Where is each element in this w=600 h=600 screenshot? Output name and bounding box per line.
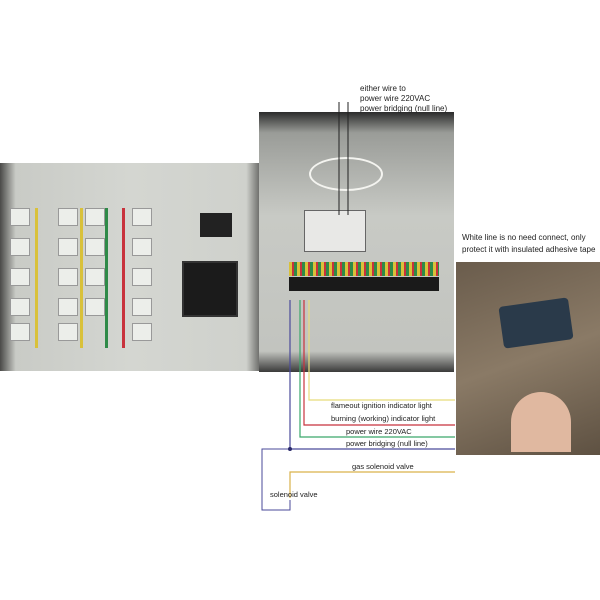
label-power: power wire 220VAC [346, 427, 412, 436]
label-solenoid: solenoid valve [270, 490, 318, 499]
right-note-line: White line is no need connect, only [462, 233, 586, 242]
wire-burning [303, 300, 455, 426]
label-gas: gas solenoid valve [352, 462, 414, 471]
right-note: White line is no need connect, only prot… [462, 232, 595, 256]
ignition-controller-photo [456, 262, 600, 455]
label-burning: burning (working) indicator light [331, 414, 436, 423]
label-flameout: flameout ignition indicator light [331, 401, 433, 410]
burner-control-panel-photo [0, 163, 262, 371]
top-note-line: power bridging (null line) [360, 104, 448, 113]
wire-solenoid-null [261, 448, 291, 511]
junction-dot [288, 447, 292, 451]
terminal-box-photo [259, 112, 454, 372]
wire-power [299, 300, 455, 438]
label-null: power bridging (null line) [346, 439, 428, 448]
right-note-line: protect it with insulated adhesive tape [462, 245, 596, 254]
wire-flameout [308, 300, 455, 401]
top-note-line: power wire 220VAC [360, 94, 431, 103]
top-note: either wire to power wire 220VAC power b… [360, 84, 447, 114]
top-note-line: either wire to [360, 84, 406, 93]
wire-gas [289, 471, 455, 498]
